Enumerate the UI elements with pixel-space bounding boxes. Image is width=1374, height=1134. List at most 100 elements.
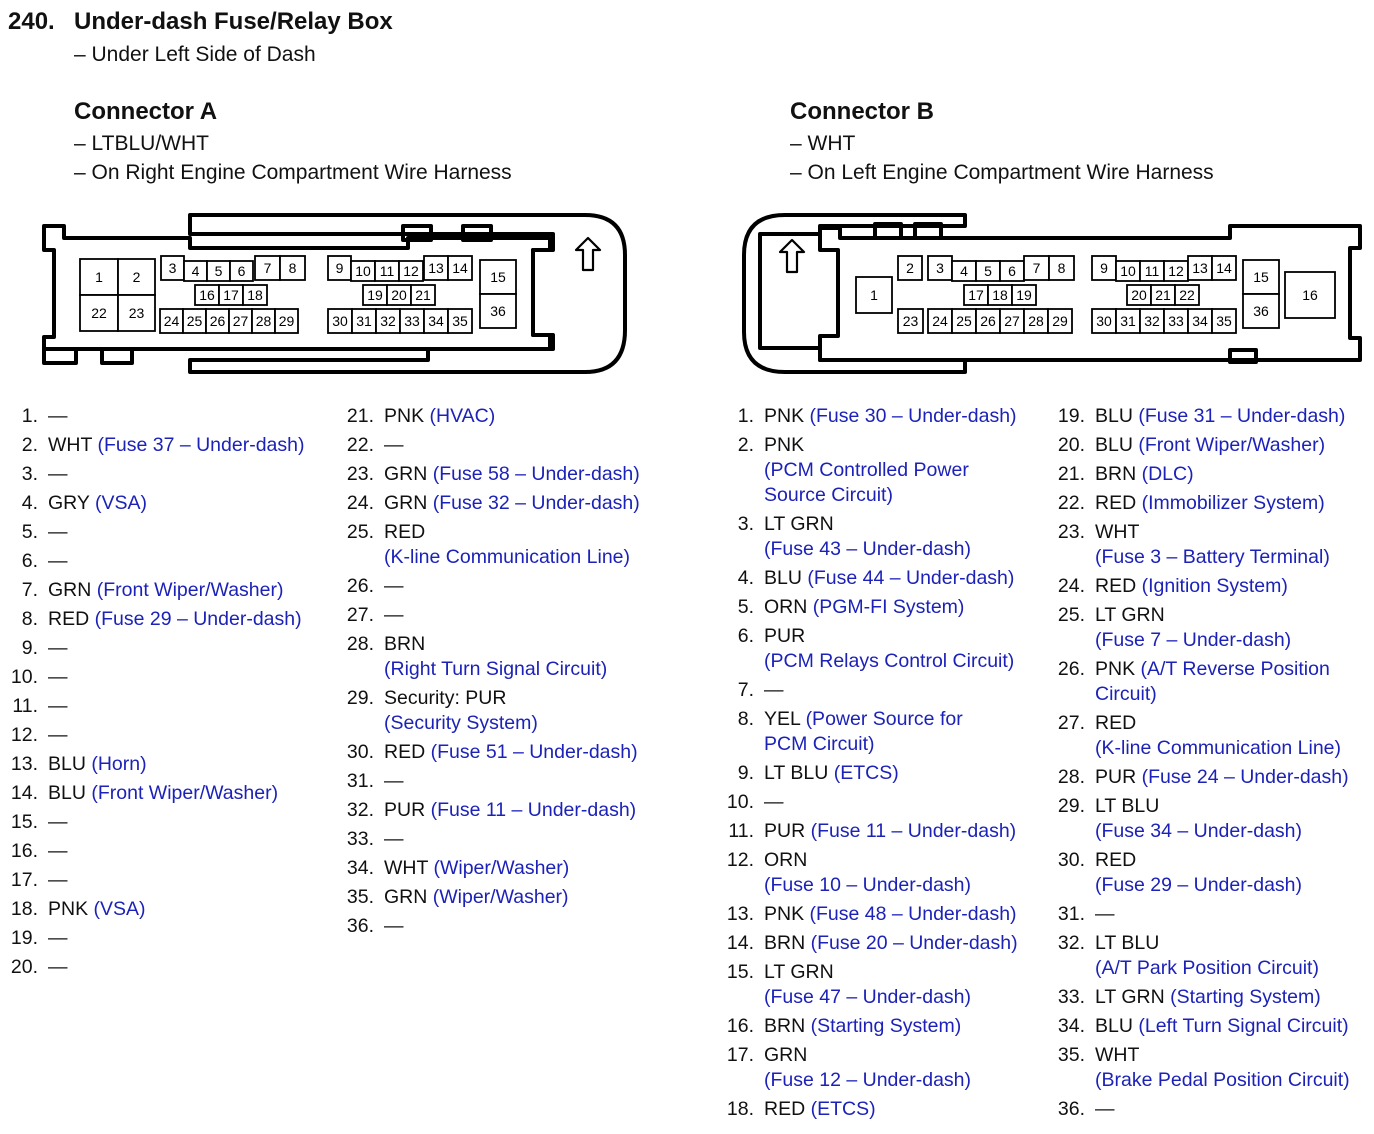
pin-number: 16. (726, 1015, 754, 1037)
pin-wire-color: RED (764, 1098, 811, 1120)
pin-text: LT BLU (A/T Park Position Circuit) (1095, 931, 1319, 981)
pin-text: — (384, 914, 404, 939)
pin-circuit: (Fuse 11 – Under-dash) (810, 820, 1017, 842)
terminal-cavity (117, 258, 156, 296)
pin-circuit: (Wiper/Washer) (432, 886, 569, 908)
pin-entry: 31.— (0, 769, 640, 794)
pin-wire-color: BRN (764, 1015, 811, 1037)
pin-wire-color: WHT (48, 434, 98, 456)
terminal-cavity (351, 308, 377, 334)
pin-circuit: (PCM Relays Control Circuit) (764, 650, 1015, 672)
terminal-number: 35 (452, 313, 468, 329)
pin-text: BRN (Right Turn Signal Circuit) (384, 632, 607, 682)
pin-wire-color: PNK (764, 903, 810, 925)
pin-text: BLU (Left Turn Signal Circuit) (1095, 1014, 1349, 1039)
connector-a-pin-list-2: 21.PNK (HVAC)22.—23.GRN (Fuse 58 – Under… (0, 404, 640, 943)
pin-number: 32. (346, 799, 374, 821)
pin-wire-color: — (48, 811, 68, 833)
pin-number: 6. (21, 550, 38, 572)
pin-text: BRN (Fuse 20 – Under-dash) (764, 931, 1018, 956)
terminal-number: 5 (215, 263, 223, 279)
pin-number: 21. (1057, 463, 1085, 485)
terminal-number: 1 (870, 287, 878, 303)
pin-circuit: (Ignition System) (1141, 575, 1288, 597)
terminal-number: 23 (903, 313, 919, 329)
pin-wire-color: PUR (764, 820, 811, 842)
terminal-number: 6 (1008, 263, 1016, 279)
terminal-number: 3 (936, 260, 944, 276)
pin-entry: 33.LT GRN (Starting System) (0, 985, 1350, 1010)
pin-text: PNK (Fuse 48 – Under-dash) (764, 902, 1017, 927)
pin-circuit: (K-line Communication Line) (1095, 737, 1342, 759)
pin-number: 3. (21, 463, 38, 485)
pin-entry: 25.RED (K-line Communication Line) (0, 520, 640, 570)
terminal-number: 34 (1192, 313, 1208, 329)
pin-text: — (1095, 902, 1115, 927)
connector-b-pin-list-2: 19.BLU (Fuse 31 – Under-dash)20.BLU (Fro… (0, 404, 1350, 1126)
pin-entry: 24.RED (Ignition System) (0, 574, 1350, 599)
pin-entry: 25.LT GRN (Fuse 7 – Under-dash) (0, 603, 1350, 653)
pin-entry: 36.— (0, 1097, 1350, 1122)
pin-circuit: (PGM-FI System) (812, 596, 965, 618)
terminal-number: 9 (336, 260, 344, 276)
terminal-number: 30 (1096, 313, 1112, 329)
pin-circuit: (Fuse 12 – Under-dash) (764, 1069, 972, 1091)
pin-entry: 19.— (0, 926, 305, 951)
terminal-cavity (447, 308, 473, 334)
pin-entry: 10.— (0, 790, 1018, 815)
pin-text: RED (Fuse 29 – Under-dash) (48, 607, 302, 632)
pin-text: PUR (Fuse 11 – Under-dash) (384, 798, 636, 823)
pin-wire-color: PUR (764, 625, 806, 647)
terminal-number: 16 (199, 287, 215, 303)
connector-a-color: – LTBLU/WHT (74, 132, 209, 155)
terminal-cavity (1115, 308, 1141, 334)
terminal-number: 32 (1144, 313, 1160, 329)
pin-circuit: (Immobilizer System) (1141, 492, 1325, 514)
pin-number: 7. (737, 679, 754, 701)
connector-a-latch (401, 224, 433, 242)
pin-text: — (384, 574, 404, 599)
terminal-cavity (897, 255, 923, 281)
pin-entry: 13.BLU (Horn) (0, 752, 305, 777)
pin-circuit: (Fuse 34 – Under-dash) (1095, 820, 1303, 842)
pin-wire-color: LT GRN (1095, 604, 1165, 626)
pin-number: 6. (737, 625, 754, 647)
pin-number: 25. (346, 521, 374, 543)
terminal-number: 15 (490, 269, 506, 285)
terminal-cavity (229, 260, 254, 282)
pin-entry: 30.RED (Fuse 51 – Under-dash) (0, 740, 640, 765)
pin-entry: 12.— (0, 723, 305, 748)
pin-wire-color: GRN (384, 492, 433, 514)
pin-number: 12. (10, 724, 38, 746)
pin-text: GRN (Wiper/Washer) (384, 885, 569, 910)
pin-circuit: (ETCS) (833, 762, 899, 784)
pin-number: 2. (21, 434, 38, 456)
pin-number: 28. (346, 633, 374, 655)
pin-entry: 15.LT GRN (Fuse 47 – Under-dash) (0, 960, 1018, 1010)
pin-entry: 4.BLU (Fuse 44 – Under-dash) (0, 566, 1018, 591)
pin-text: PUR (Fuse 11 – Under-dash) (764, 819, 1016, 844)
pin-number: 23. (346, 463, 374, 485)
terminal-cavity (1174, 284, 1200, 306)
pin-entry: 21.PNK (HVAC) (0, 404, 640, 429)
connector-b-housing (742, 213, 967, 374)
section-header: 240.Under-dash Fuse/Relay Box (8, 8, 393, 36)
pin-text: PNK (PCM Controlled Power Source Circuit… (764, 433, 969, 508)
terminal-number: 14 (1216, 260, 1232, 276)
pin-circuit: (VSA) (93, 898, 146, 920)
connector-a-shell (42, 224, 552, 351)
connector-a-pin-list-1: 1.—2.WHT (Fuse 37 – Under-dash)3.—4.GRY … (0, 404, 305, 984)
pin-number: 4. (737, 567, 754, 589)
pin-wire-color: ORN (764, 849, 808, 871)
pin-number: 16. (10, 840, 38, 862)
pin-number: 20. (10, 956, 38, 978)
pin-entry: 10.— (0, 665, 305, 690)
pin-circuit: (Horn) (91, 753, 147, 775)
terminal-number: 30 (332, 313, 348, 329)
pin-entry: 29.LT BLU (Fuse 34 – Under-dash) (0, 794, 1350, 844)
pin-number: 3. (737, 513, 754, 535)
pin-wire-color: RED (48, 608, 95, 630)
terminal-number: 35 (1216, 313, 1232, 329)
pin-entry: 27.RED (K-line Communication Line) (0, 711, 1350, 761)
pin-wire-color: — (48, 637, 68, 659)
